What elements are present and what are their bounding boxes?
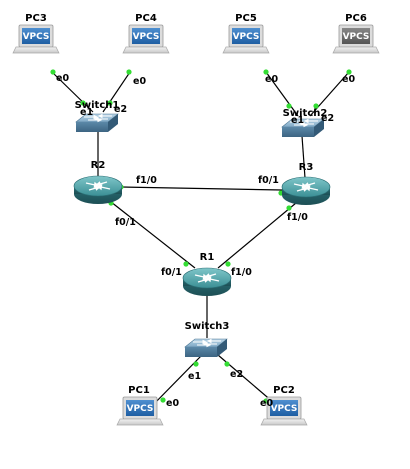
link-r2-r1[interactable] (105, 197, 196, 269)
switch3-node[interactable] (184, 338, 228, 358)
pc4-node[interactable]: VPCS (122, 24, 170, 54)
status-dot (346, 69, 352, 75)
status-dot (224, 361, 230, 367)
port-label: e0 (265, 74, 278, 85)
port-labels: e0 e0 e1 e2 e0 e0 e1 e2 f1/0 f0/1 f0/1 f… (56, 73, 355, 409)
link-pc5-switch2[interactable] (265, 71, 299, 117)
status-dot (107, 100, 113, 106)
link-r2-r3[interactable] (121, 186, 283, 191)
pc6-label: PC6 (345, 13, 367, 24)
port-label: e0 (260, 398, 273, 409)
pc5-node[interactable]: VPCS (222, 24, 270, 54)
vpcs-badge: VPCS (127, 404, 154, 414)
pc6-node[interactable]: VPCS (332, 24, 380, 54)
vpcs-badge: VPCS (133, 32, 160, 42)
r3-router-node[interactable] (281, 176, 331, 206)
status-dot (183, 261, 189, 267)
status-dot (286, 205, 292, 211)
port-label: e2 (114, 104, 127, 115)
link-status-dots (50, 69, 352, 404)
link-r3-r1[interactable] (217, 202, 297, 269)
status-dot (193, 361, 199, 367)
status-dot (225, 261, 231, 267)
status-dot (160, 397, 166, 403)
switch1-label: Switch1 (75, 100, 120, 111)
port-label: f0/1 (115, 217, 136, 228)
pc1-label: PC1 (128, 385, 150, 396)
port-label: e2 (230, 369, 243, 380)
port-label: e0 (342, 74, 355, 85)
r2-router-node[interactable] (73, 175, 123, 205)
status-dot (313, 103, 319, 109)
port-label: e1 (291, 115, 304, 126)
status-dot (80, 100, 86, 106)
pc4-label: PC4 (135, 13, 157, 24)
vpcs-badge: VPCS (233, 32, 260, 42)
link-pc3-switch1[interactable] (51, 71, 94, 113)
router-icon (73, 175, 123, 205)
vpcs-badge: VPCS (343, 32, 370, 42)
port-label: e1 (188, 371, 201, 382)
pc3-node[interactable]: VPCS (12, 24, 60, 54)
vpcs-badge: VPCS (23, 32, 50, 42)
status-dot (126, 69, 132, 75)
pc3-label: PC3 (25, 13, 47, 24)
link-pc4-switch1[interactable] (102, 71, 131, 113)
router-icon (281, 176, 331, 206)
switch3-label: Switch3 (185, 321, 230, 332)
port-label: f1/0 (136, 175, 157, 186)
vpcs-badge: VPCS (271, 404, 298, 414)
link-switch2-r3[interactable] (301, 135, 306, 179)
switch-icon (184, 338, 228, 358)
status-dot (263, 69, 269, 75)
port-label: e0 (133, 76, 146, 87)
port-label: f0/1 (161, 267, 182, 278)
port-label: e0 (56, 73, 69, 84)
status-dot (286, 103, 292, 109)
switch2-label: Switch2 (283, 108, 328, 119)
link-pc6-switch2[interactable] (309, 71, 350, 117)
port-label: e0 (166, 398, 179, 409)
router-icon (182, 267, 232, 297)
status-dot (50, 69, 56, 75)
link-switch3-pc1[interactable] (149, 354, 203, 409)
pc5-label: PC5 (235, 13, 257, 24)
port-label: f1/0 (287, 212, 308, 223)
pc1-node[interactable]: VPCS (116, 396, 164, 426)
r2-label: R2 (91, 160, 106, 171)
pc2-label: PC2 (273, 385, 295, 396)
r3-label: R3 (299, 162, 314, 173)
port-label: f0/1 (258, 175, 279, 186)
r1-label: R1 (200, 252, 215, 263)
pc2-node[interactable]: VPCS (260, 396, 308, 426)
port-label: e1 (80, 107, 93, 118)
port-label: f1/0 (231, 267, 252, 278)
r1-router-node[interactable] (182, 267, 232, 297)
port-label: e2 (321, 113, 334, 124)
